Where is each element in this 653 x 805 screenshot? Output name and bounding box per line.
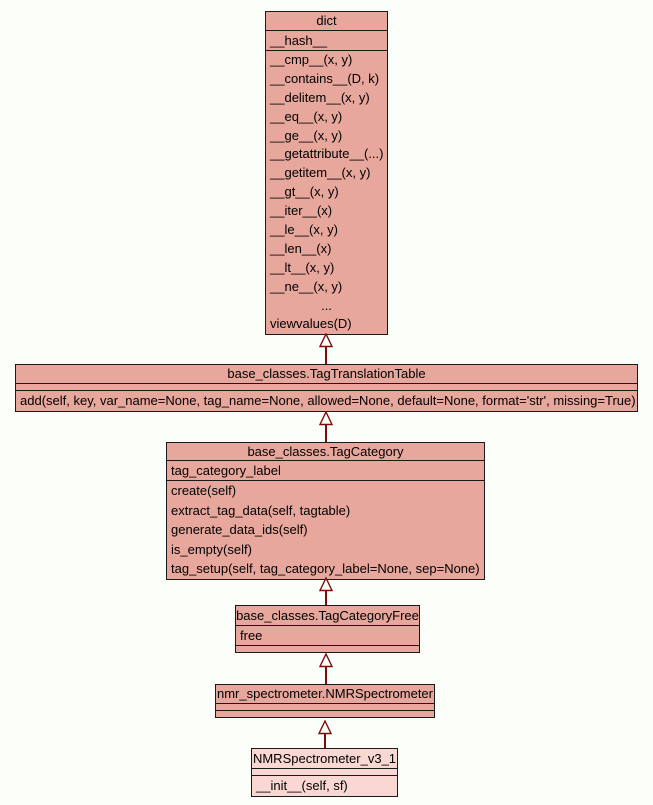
attributes-compartment: free [236, 625, 419, 645]
class-title: dict [316, 13, 337, 28]
inheritance-arrow [319, 333, 333, 364]
method-row: __contains__(D, k) [270, 70, 380, 86]
attributes-compartment: tag_category_label [167, 460, 484, 480]
methods-compartment: add(self, key, var_name=None, tag_name=N… [16, 390, 637, 411]
class-box-dict: dict __hash__ __cmp__(x, y) __contains__… [265, 11, 388, 336]
method-row: __delitem__(x, y) [270, 89, 370, 105]
attribute-row: tag_category_label [171, 463, 281, 478]
method-row: __init__(self, sf) [256, 778, 348, 793]
method-row: __le__(x, y) [270, 222, 338, 238]
methods-compartment: __cmp__(x, y) __contains__(D, k) __delit… [266, 50, 387, 334]
method-row: __gt__(x, y) [270, 184, 339, 200]
class-title: base_classes.TagCategory [247, 444, 404, 459]
class-box-nmrspectrometer-v3-1: NMRSpectrometer_v3_1 __init__(self, sf) [251, 748, 398, 797]
class-title: NMRSpectrometer_v3_1 [252, 751, 397, 766]
method-row: extract_tag_data(self, tagtable) [171, 502, 351, 518]
method-row: viewvalues(D) [270, 316, 352, 332]
inheritance-arrow [319, 577, 333, 605]
class-box-tagcategoryfree: base_classes.TagCategoryFree free [235, 605, 420, 653]
method-row: tag_setup(self, tag_category_label=None,… [171, 561, 480, 577]
method-row: __ge__(x, y) [270, 127, 343, 143]
attributes-compartment: __hash__ [266, 30, 387, 50]
attributes-compartment [252, 768, 397, 775]
class-title: base_classes.TagTranslationTable [227, 366, 426, 381]
method-row: __iter__(x) [270, 203, 333, 219]
method-row: __eq__(x, y) [270, 108, 343, 124]
attributes-compartment [216, 703, 434, 710]
method-row: create(self) [171, 483, 237, 498]
method-row: __getitem__(x, y) [270, 165, 371, 181]
methods-compartment [236, 645, 419, 652]
method-row: generate_data_ids(self) [171, 522, 308, 538]
inheritance-arrow [319, 653, 333, 684]
inheritance-arrow [318, 720, 332, 748]
method-row: __lt__(x, y) [270, 259, 335, 275]
attributes-compartment [16, 383, 637, 390]
attribute-row: free [240, 628, 263, 643]
class-box-tagtranslationtable: base_classes.TagTranslationTable add(sel… [15, 364, 638, 412]
attribute-row: __hash__ [270, 33, 328, 48]
class-title: base_classes.TagCategoryFree [236, 608, 419, 623]
method-row: __getattribute__(...) [270, 146, 384, 162]
method-row: __ne__(x, y) [270, 278, 343, 294]
method-row: add(self, key, var_name=None, tag_name=N… [20, 393, 636, 408]
methods-compartment: __init__(self, sf) [252, 775, 397, 796]
methods-compartment: create(self) extract_tag_data(self, tagt… [167, 480, 484, 579]
method-row: __len__(x) [270, 240, 332, 256]
method-row: is_empty(self) [171, 541, 252, 557]
class-title: nmr_spectrometer.NMRSpectrometer [216, 686, 433, 701]
class-box-tagcategory: base_classes.TagCategory tag_category_la… [166, 442, 485, 580]
class-box-nmrspectrometer: nmr_spectrometer.NMRSpectrometer [215, 684, 435, 718]
method-row: __cmp__(x, y) [270, 52, 353, 67]
methods-compartment [216, 710, 434, 717]
ellipsis-row: ... [321, 297, 332, 313]
inheritance-arrow [319, 411, 333, 442]
